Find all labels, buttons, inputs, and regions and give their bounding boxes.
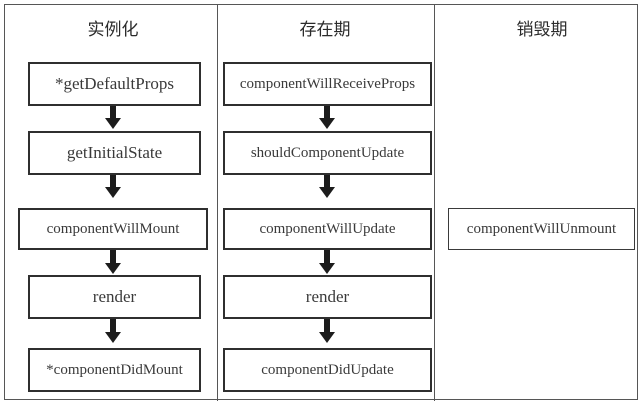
node-component-will-mount[interactable]: componentWillMount (18, 208, 208, 250)
arrow-head (105, 263, 121, 274)
arrow-stem (324, 250, 330, 264)
column-header-destruction: 销毁期 (516, 20, 568, 40)
arrow-stem (324, 106, 330, 119)
arrow-stem (110, 319, 116, 333)
arrow-head (105, 118, 121, 129)
column-header-instantiation: 实例化 (87, 20, 139, 40)
arrow-head (319, 263, 335, 274)
arrow-stem (110, 175, 116, 188)
arrow-head (319, 187, 335, 198)
node-get-default-props[interactable]: *getDefaultProps (28, 62, 201, 106)
arrow-stem (324, 175, 330, 188)
node-component-did-mount[interactable]: *componentDidMount (28, 348, 201, 392)
diagram-outer-frame (4, 4, 638, 400)
arrow-head (105, 187, 121, 198)
arrow-stem (324, 319, 330, 333)
arrow-stem (110, 250, 116, 264)
node-component-will-update[interactable]: componentWillUpdate (223, 208, 432, 250)
column-divider-1 (217, 4, 218, 401)
node-component-will-receive-props[interactable]: componentWillReceiveProps (223, 62, 432, 106)
arrow-head (319, 332, 335, 343)
node-component-will-unmount[interactable]: componentWillUnmount (448, 208, 635, 250)
node-render-mount[interactable]: render (28, 275, 201, 319)
node-get-initial-state[interactable]: getInitialState (28, 131, 201, 175)
node-should-component-update[interactable]: shouldComponentUpdate (223, 131, 432, 175)
column-header-lifetime: 存在期 (299, 20, 351, 40)
node-render-update[interactable]: render (223, 275, 432, 319)
arrow-stem (110, 106, 116, 119)
arrow-head (105, 332, 121, 343)
column-divider-2 (434, 4, 435, 401)
arrow-head (319, 118, 335, 129)
node-component-did-update[interactable]: componentDidUpdate (223, 348, 432, 392)
